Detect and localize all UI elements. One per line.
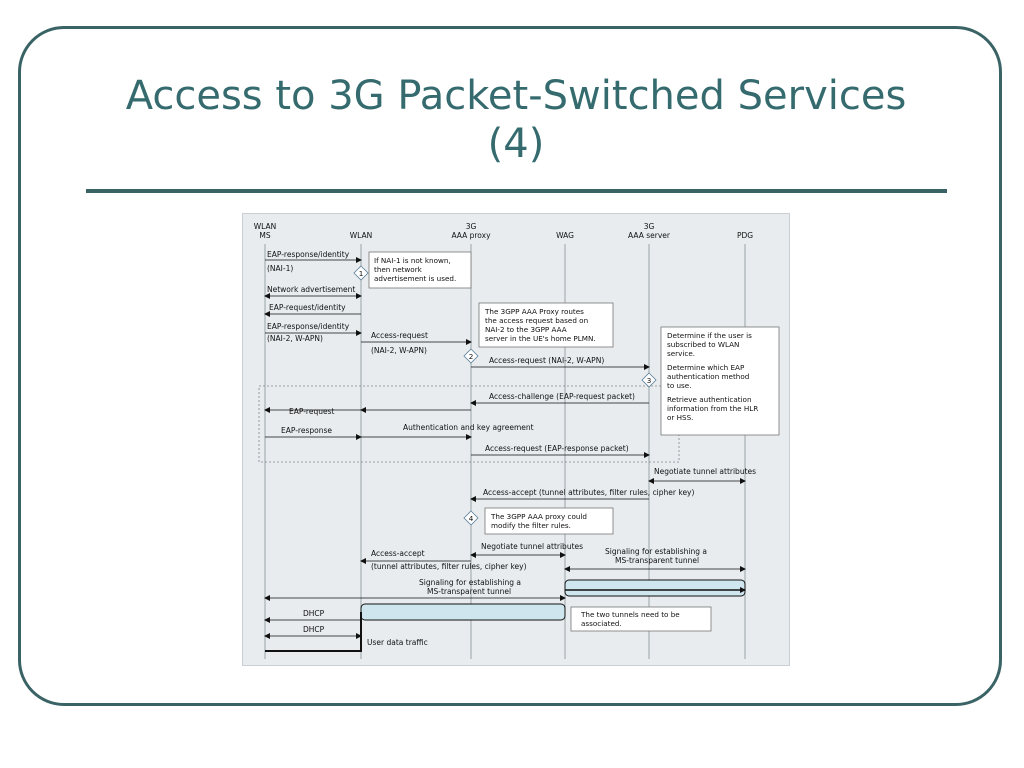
sequence-diagram: WLAN MS WLAN 3G AAA proxy WAG 3G AAA ser… xyxy=(242,213,790,666)
note-box-2 xyxy=(478,302,614,348)
step-2-number: 2 xyxy=(469,352,474,361)
label-dhcp-1: DHCP xyxy=(303,609,325,618)
slide-title: Access to 3G Packet-Switched Services (4… xyxy=(86,72,946,168)
label-access-accept-1: Access-accept (tunnel attributes, filter… xyxy=(483,488,694,497)
note-3-line-3: service. xyxy=(667,349,695,358)
tunnel-wag-pdg xyxy=(564,579,746,597)
label-access-accept-2: Access-accept xyxy=(371,549,425,558)
step-marker-4: 4 xyxy=(463,510,479,526)
note-1-line-1: If NAI-1 is not known, xyxy=(374,256,451,265)
step-marker-2: 2 xyxy=(463,348,479,364)
label-nai2-wapn-2: (NAI-2, W-APN) xyxy=(371,346,427,355)
column-header-wag: WAG xyxy=(556,231,574,240)
step-1-number: 1 xyxy=(359,269,364,278)
label-eap-response-identity-1: EAP-response/identity xyxy=(267,250,350,259)
slide-frame xyxy=(18,26,1002,706)
label-nai-1: (NAI-1) xyxy=(267,264,293,273)
label-dhcp-2: DHCP xyxy=(303,625,325,634)
note-1-line-3: advertisement is used. xyxy=(374,274,456,283)
note-box-4 xyxy=(484,507,614,535)
label-eap-request: EAP-request xyxy=(289,407,335,416)
title-line-2: (4) xyxy=(487,121,545,167)
title-divider xyxy=(86,189,947,193)
note-3-line-7: to use. xyxy=(667,381,692,390)
user-data-traffic-path xyxy=(265,612,362,652)
label-access-accept-2b: (tunnel attributes, filter rules, cipher… xyxy=(371,562,527,571)
note-2-line-1: The 3GPP AAA Proxy routes xyxy=(484,307,584,316)
column-header-aaa-proxy-1: 3G xyxy=(466,222,477,231)
label-signaling-1a: Signaling for establishing a xyxy=(419,578,521,587)
note-3-line-11: or HSS. xyxy=(667,413,693,422)
label-access-request-3: Access-request (EAP-response packet) xyxy=(485,444,629,453)
label-signaling-2a: Signaling for establishing a xyxy=(605,547,707,556)
note-5-line-1: The two tunnels need to be xyxy=(580,610,680,619)
label-negotiate-tunnel-1: Negotiate tunnel attributes xyxy=(654,467,756,476)
label-signaling-1b: MS-transparent tunnel xyxy=(427,587,511,596)
label-nai2-wapn-1: (NAI-2, W-APN) xyxy=(267,334,323,343)
step-marker-1: 1 xyxy=(353,265,369,281)
column-header-wlan-ms-1: WLAN xyxy=(254,222,277,231)
column-header-aaa-server-2: AAA server xyxy=(628,231,671,240)
title-line-1: Access to 3G Packet-Switched Services xyxy=(125,73,907,119)
column-header-aaa-server-1: 3G xyxy=(644,222,655,231)
label-access-request-2: Access-request (NAI-2, W-APN) xyxy=(489,356,604,365)
label-eap-request-identity: EAP-request/identity xyxy=(269,303,346,312)
step-4-number: 4 xyxy=(469,514,474,523)
note-1-line-2: then network xyxy=(374,265,423,274)
note-2-line-3: NAI-2 to the 3GPP AAA xyxy=(485,325,567,334)
label-eap-response: EAP-response xyxy=(281,426,332,435)
note-3-line-9: Retrieve authentication xyxy=(667,395,752,404)
note-4-line-2: modify the filter rules. xyxy=(491,521,571,530)
tunnel-wlan-wag xyxy=(360,603,566,621)
label-network-advertisement: Network advertisement xyxy=(267,285,355,294)
label-negotiate-tunnel-2: Negotiate tunnel attributes xyxy=(481,542,583,551)
label-access-request-1: Access-request xyxy=(371,331,428,340)
column-header-pdg: PDG xyxy=(737,231,753,240)
label-eap-response-identity-2: EAP-response/identity xyxy=(267,322,350,331)
note-3-line-5: Determine which EAP xyxy=(667,363,745,372)
note-4-line-1: The 3GPP AAA proxy could xyxy=(490,512,587,521)
column-header-aaa-proxy-2: AAA proxy xyxy=(451,231,491,240)
note-2-line-4: server in the UE's home PLMN. xyxy=(485,334,596,343)
note-box-3 xyxy=(660,326,780,436)
step-marker-3: 3 xyxy=(641,372,657,388)
note-3-line-2: subscribed to WLAN xyxy=(667,340,739,349)
note-box-1 xyxy=(368,251,472,289)
column-header-wlan: WLAN xyxy=(350,231,373,240)
label-signaling-2b: MS-transparent tunnel xyxy=(615,556,699,565)
note-2-line-2: the access request based on xyxy=(485,316,588,325)
label-auth-key-agreement: Authentication and key agreement xyxy=(403,423,534,432)
column-header-wlan-ms-2: MS xyxy=(259,231,270,240)
note-5-line-2: associated. xyxy=(581,619,622,628)
note-box-5 xyxy=(570,606,712,632)
step-3-number: 3 xyxy=(647,376,652,385)
sequence-diagram-svg: WLAN MS WLAN 3G AAA proxy WAG 3G AAA ser… xyxy=(254,222,780,659)
note-3-line-1: Determine if the user is xyxy=(667,331,752,340)
note-3-line-10: information from the HLR xyxy=(667,404,758,413)
label-access-challenge: Access-challenge (EAP-request packet) xyxy=(489,392,635,401)
label-user-data-traffic: User data traffic xyxy=(367,638,428,647)
note-3-line-6: authentication method xyxy=(667,372,749,381)
